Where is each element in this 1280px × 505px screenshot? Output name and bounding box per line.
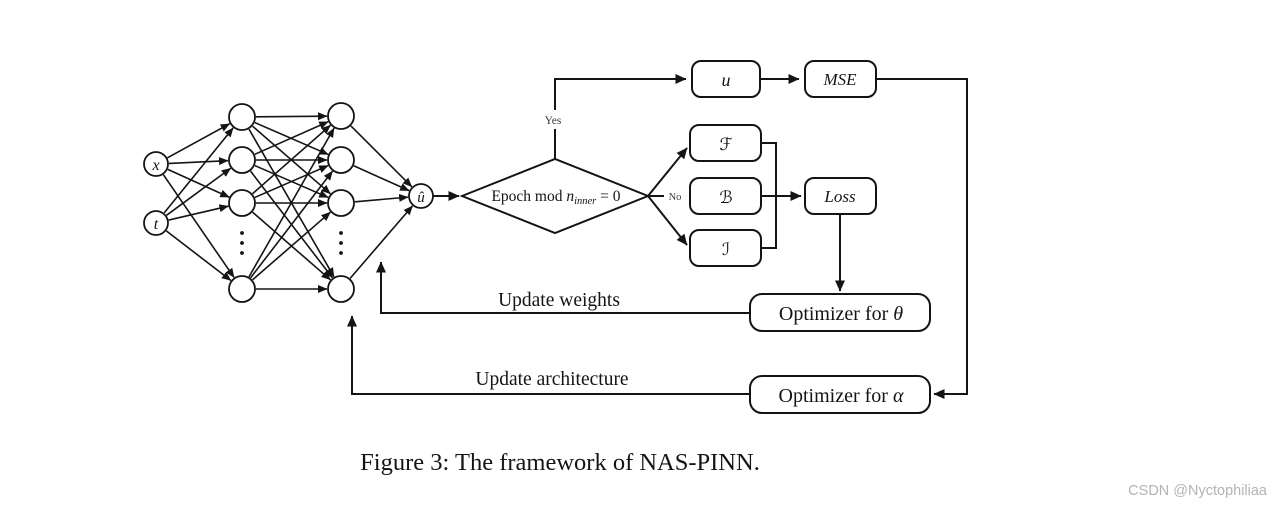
hidden2-node	[327, 189, 355, 217]
network-edge	[353, 165, 410, 192]
input-node-t	[143, 210, 169, 236]
output-label-uhat: û	[417, 190, 425, 206]
ellipsis-dots	[240, 231, 343, 255]
connector-update-architecture	[347, 315, 750, 395]
connector-decision-initial	[647, 195, 688, 246]
input-label-t: t	[154, 216, 159, 233]
hidden2-node	[327, 102, 355, 130]
figure-caption: Figure 3: The framework of NAS-PINN.	[360, 449, 760, 476]
decision-text: Epoch mod ninner = 0	[491, 188, 620, 207]
network-edge	[249, 170, 334, 279]
input-node-x	[143, 151, 169, 177]
update-architecture-label: Update architecture	[475, 369, 628, 390]
hidden1-node	[228, 146, 256, 174]
network-edge	[354, 193, 409, 203]
network-edge	[254, 164, 329, 199]
no-label: No	[669, 192, 682, 203]
network-edge	[167, 168, 230, 198]
network-edge	[168, 157, 229, 166]
optimizer-alpha-label: Optimizer for α	[779, 385, 904, 407]
optimizer-alpha-box	[749, 375, 931, 414]
hidden1-node	[228, 275, 256, 303]
network-nodes: x t û	[143, 102, 434, 303]
network-edge	[165, 230, 232, 282]
connector-mse-optimizer-alpha	[876, 78, 968, 399]
network-edge	[166, 167, 232, 216]
connector-decision-residual	[647, 147, 688, 197]
watermark: CSDN @Nyctophiliaa	[1128, 483, 1268, 499]
network-edge	[167, 123, 231, 159]
network-edge	[251, 124, 332, 195]
network-edge	[350, 125, 413, 188]
update-weights-label: Update weights	[498, 290, 620, 311]
hidden2-node	[327, 146, 355, 174]
network-edge	[255, 112, 328, 121]
u-box-label: u	[722, 70, 731, 90]
flow-connectors	[347, 74, 968, 399]
network-edge	[163, 127, 234, 214]
optimizer-theta-label: Optimizer for θ	[779, 303, 903, 325]
input-label-x: x	[151, 157, 159, 174]
residual-box-label: ℱ	[719, 135, 732, 154]
optimizer-theta-box	[749, 293, 931, 332]
no-label-bg	[664, 189, 686, 202]
hidden1-node	[228, 189, 256, 217]
network-edge	[248, 127, 335, 278]
flow-boxes: u MSE ℱ ℬ ℐ Loss Optimizer for θ Optimiz…	[689, 60, 931, 414]
loss-box	[804, 177, 877, 215]
mse-box	[804, 60, 877, 98]
network-edge	[162, 174, 235, 278]
network-edge	[252, 211, 331, 281]
decision-diamond: Epoch mod ninner = 0 Yes No	[459, 115, 686, 235]
residual-box	[689, 124, 762, 162]
initial-box-label: ℐ	[722, 240, 730, 259]
hidden1-node	[228, 103, 256, 131]
u-box	[691, 60, 761, 98]
boundary-box	[689, 177, 762, 215]
network-edge	[349, 205, 414, 279]
hidden2-node	[327, 275, 355, 303]
loss-box-label: Loss	[823, 187, 856, 206]
boundary-box-label: ℬ	[719, 188, 732, 207]
network-edge	[254, 120, 329, 156]
initial-box	[689, 229, 762, 267]
connector-yes-upper	[554, 74, 687, 110]
yes-label: Yes	[545, 115, 562, 127]
network-edge	[168, 204, 229, 221]
mse-box-label: MSE	[822, 70, 857, 89]
connector-update-weights	[376, 261, 750, 314]
decision-shape	[459, 157, 651, 235]
network-edges	[162, 112, 414, 293]
